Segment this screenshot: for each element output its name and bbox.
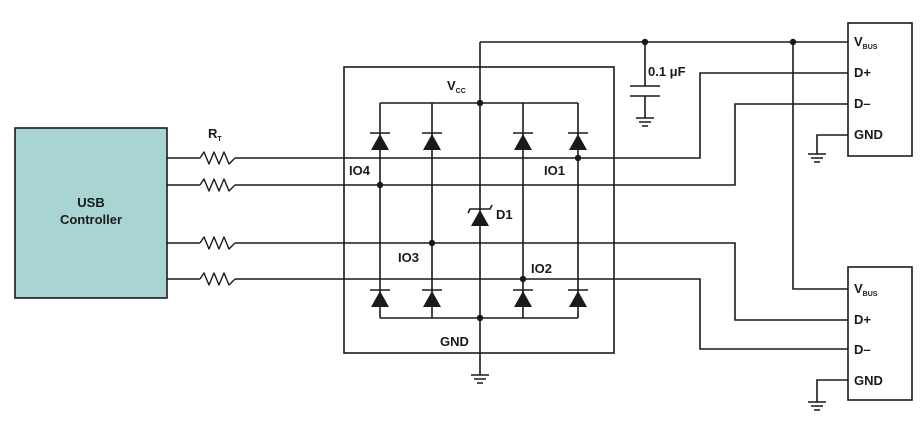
capacitor: 0.1 μF	[630, 42, 686, 127]
wire-line3	[167, 242, 848, 321]
lower-diodes	[370, 289, 588, 307]
connector-bottom-dminus: D–	[854, 342, 871, 357]
usb-connector-bottom: VBUS D+ D– GND	[808, 266, 913, 411]
usb-controller-block: USB Controller	[14, 127, 168, 299]
connector-bottom-box	[847, 266, 913, 401]
usb-connector-top: VBUS D+ D– GND	[808, 22, 913, 163]
connector-top-dminus: D–	[854, 96, 871, 111]
controller-label-line2: Controller	[60, 212, 122, 227]
io2-label: IO2	[531, 261, 552, 276]
resistor-3	[199, 236, 236, 250]
connector-top-gnd: GND	[854, 127, 883, 142]
ic-ground-symbol	[471, 374, 489, 384]
diode-upper-io3	[423, 134, 441, 150]
junction-io3	[428, 239, 436, 247]
junction-vbus	[789, 38, 797, 46]
junction-io1	[574, 154, 582, 162]
wire-line2	[167, 103, 848, 186]
diode-lower-io2	[514, 291, 532, 307]
io3-label: IO3	[398, 250, 419, 265]
ic-box	[343, 66, 615, 354]
ic-gnd-label: GND	[440, 334, 469, 349]
connector-bottom-gnd-wire	[816, 379, 848, 402]
connector-bottom-gnd: GND	[854, 373, 883, 388]
junction-gnd	[476, 314, 484, 322]
wire-line4	[167, 278, 848, 350]
connector-bottom-vbus: VBUS	[854, 281, 878, 298]
zener-label: D1	[496, 207, 513, 222]
capacitor-ground	[636, 117, 654, 127]
connector-top-box	[847, 22, 913, 157]
protection-ic: D1 VCC IO4 IO1 IO3 IO2 GND	[343, 42, 615, 375]
diode-upper-io4	[371, 134, 389, 150]
connector-top-gnd-wire	[816, 134, 848, 154]
resistors: RT	[199, 126, 236, 286]
capacitor-label: 0.1 μF	[648, 64, 686, 79]
junction-io2	[519, 275, 527, 283]
vbus-rail	[480, 38, 848, 290]
io4-label: IO4	[349, 163, 371, 178]
resistor-1	[199, 151, 236, 165]
resistor-2	[199, 178, 236, 192]
upper-diodes	[370, 132, 588, 150]
junction-io4	[376, 181, 384, 189]
signal-lines	[167, 72, 848, 350]
controller-box	[14, 127, 168, 299]
zener-diode-d1: D1	[467, 204, 513, 226]
connector-bottom-ground-symbol	[808, 401, 826, 411]
wire-line1	[167, 72, 848, 159]
diode-upper-io2	[514, 134, 532, 150]
connector-top-dplus: D+	[854, 65, 871, 80]
diode-upper-io1	[569, 134, 587, 150]
diode-lower-io3	[423, 291, 441, 307]
vcc-label: VCC	[447, 78, 466, 95]
resistor-4	[199, 272, 236, 286]
connector-top-ground-symbol	[808, 153, 826, 163]
diode-lower-io4	[371, 291, 389, 307]
io1-label: IO1	[544, 163, 565, 178]
vbus-wire-drop	[792, 42, 848, 290]
junction-vcc	[476, 99, 484, 107]
connector-bottom-dplus: D+	[854, 312, 871, 327]
resistor-label: RT	[208, 126, 222, 143]
controller-label-line1: USB	[77, 195, 104, 210]
diode-lower-io1	[569, 291, 587, 307]
connector-top-vbus: VBUS	[854, 34, 878, 51]
